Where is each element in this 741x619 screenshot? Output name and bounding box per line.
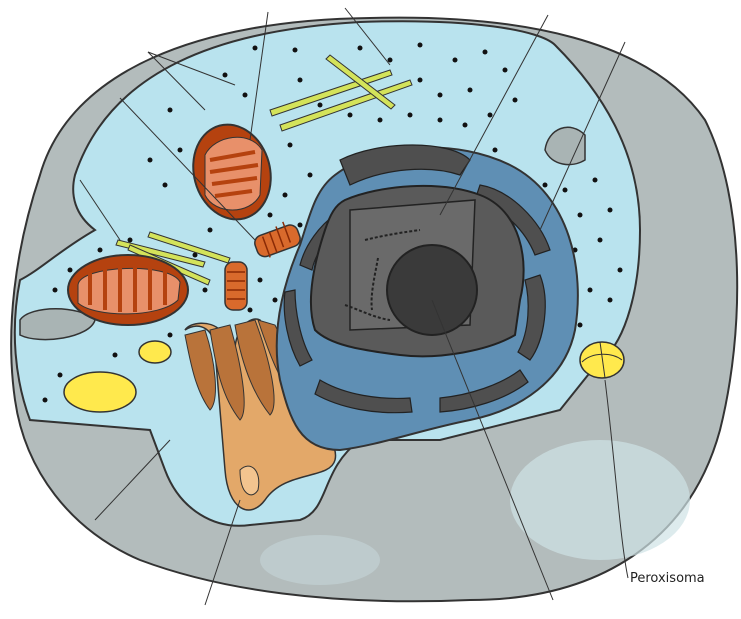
nucleolus: [387, 245, 477, 335]
label-peroxisome: Peroxisoma: [630, 571, 705, 586]
shell-highlight-2: [260, 535, 380, 585]
shell-highlight: [510, 440, 690, 560]
vesicle-small: [139, 341, 171, 363]
vesicle-large: [64, 372, 136, 412]
mitochondrion-left: [68, 255, 188, 325]
peroxisome: [580, 342, 624, 378]
